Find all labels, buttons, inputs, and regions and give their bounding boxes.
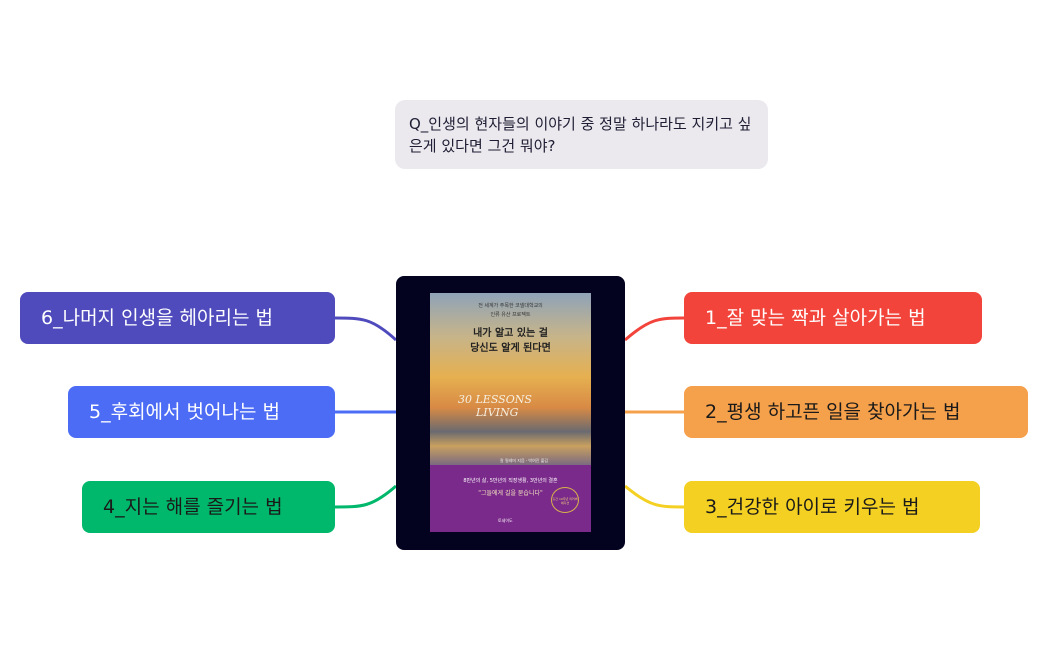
book-cover-image: 전 세계가 주목한 코넬대학교의 인류 유산 프로젝트 내가 알고 있는 걸 당… — [430, 293, 591, 532]
branch-node-1[interactable]: 1_잘 맞는 짝과 살아가는 법 — [684, 292, 982, 344]
connector-3 — [624, 484, 685, 509]
connector-1 — [624, 316, 685, 342]
branch-node-4[interactable]: 4_지는 해를 즐기는 법 — [82, 481, 335, 533]
branch-node-6[interactable]: 6_나머지 인생을 헤아리는 법 — [20, 292, 335, 344]
cover-band: 8만년의 삶, 5만년의 직장생활, 3만년의 결혼 "그들에게 길을 묻습니다… — [430, 465, 591, 532]
publisher-logo: 토네이도 — [498, 518, 513, 523]
branch-node-2[interactable]: 2_평생 하고픈 일을 찾아가는 법 — [684, 386, 1028, 438]
cover-english-line1: 30 LESSONS — [458, 393, 532, 406]
branch-node-5[interactable]: 5_후회에서 벗어나는 법 — [68, 386, 335, 438]
cover-english-line2: LIVING — [476, 406, 519, 419]
question-node[interactable]: Q_인생의 현자들의 이야기 중 정말 하나라도 지키고 싶은게 있다면 그건 … — [395, 100, 768, 169]
cover-subtitle: 전 세계가 주목한 코넬대학교의 — [478, 303, 543, 309]
laurel-badge-icon: 출간 10주년 리커버 에디션 — [551, 487, 579, 513]
cover-title-line1: 내가 알고 있는 걸 — [473, 328, 548, 339]
cover-title-line2: 당신도 알게 된다면 — [470, 343, 551, 354]
band-line1: 8만년의 삶, 5만년의 직장생활, 3만년의 결혼 — [463, 478, 558, 484]
cover-title: 내가 알고 있는 걸 당신도 알게 된다면 — [430, 326, 591, 356]
band-line2: "그들에게 길을 묻습니다" — [478, 490, 543, 497]
branch-node-3[interactable]: 3_건강한 아이로 키우는 법 — [684, 481, 980, 533]
central-topic-node[interactable]: 전 세계가 주목한 코넬대학교의 인류 유산 프로젝트 내가 알고 있는 걸 당… — [396, 276, 625, 550]
cover-subtitle-2: 인류 유산 프로젝트 — [490, 312, 531, 318]
connector-6 — [334, 316, 398, 342]
cover-english-title: 30 LESSONS LIVING — [458, 393, 532, 419]
cover-author: 칼 필레머 지음 · 박여진 옮김 — [500, 458, 549, 463]
connector-4 — [334, 484, 397, 509]
